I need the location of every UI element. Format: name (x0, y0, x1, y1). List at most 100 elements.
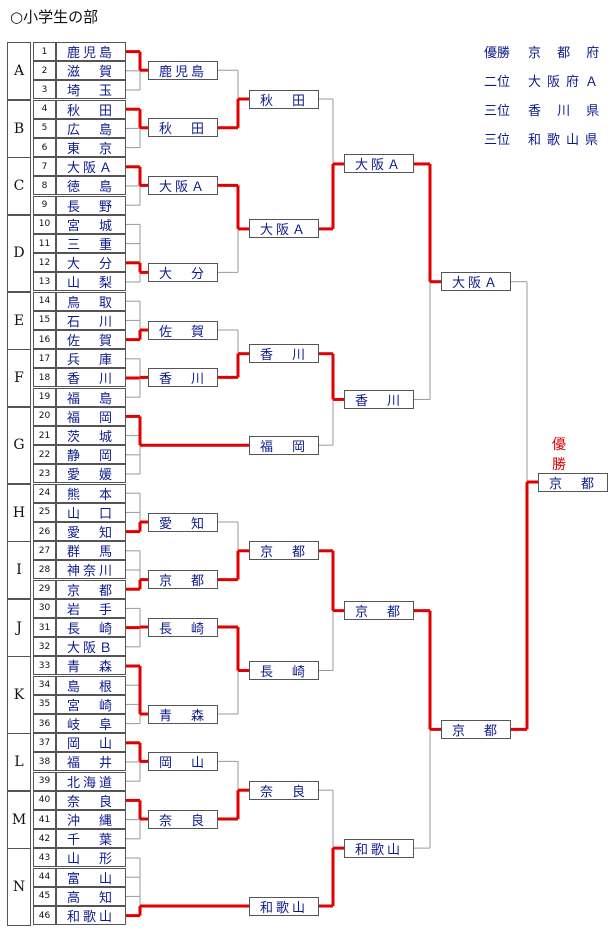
group-winner: 愛 知 (148, 512, 218, 532)
team-seed: 17 (33, 349, 56, 369)
team-name: 高 知 (56, 886, 126, 906)
semifinal-winner: 大阪Ａ (441, 272, 511, 292)
group-winner: 佐 賀 (148, 320, 218, 340)
team-seed: 35 (33, 694, 56, 714)
round3-winner: 香 川 (344, 389, 414, 409)
page-title: ○小学生の部 (10, 8, 99, 26)
result-row: 三位 和歌山県 (484, 131, 605, 160)
result-rank: 二位 (484, 75, 511, 90)
round2-winner: 京 都 (249, 541, 319, 561)
team-name: 青 森 (56, 656, 126, 676)
team-name: 大阪Ｂ (56, 637, 126, 657)
team-seed: 19 (33, 387, 56, 407)
team-seed: 14 (33, 291, 56, 311)
team-seed: 24 (33, 483, 56, 503)
team-name: 佐 賀 (56, 330, 126, 349)
group-winner: 香 川 (148, 367, 218, 387)
team-seed: 40 (33, 790, 56, 810)
team-name: 大阪Ａ (56, 157, 126, 177)
team-name: 山 口 (56, 502, 126, 522)
team-name: 京 都 (56, 579, 126, 599)
team-seed: 33 (33, 656, 56, 676)
team-name: 熊 本 (56, 483, 126, 503)
team-seed: 29 (33, 579, 56, 599)
group-label-i: I (7, 541, 31, 600)
team-seed: 4 (33, 99, 56, 119)
group-winner: 青 森 (148, 704, 218, 724)
team-seed: 42 (33, 829, 56, 849)
team-name: 宮 城 (56, 214, 126, 234)
team-seed: 16 (33, 330, 56, 349)
team-name: 茨 城 (56, 426, 126, 445)
team-name: 富 山 (56, 867, 126, 887)
team-name: 秋 田 (56, 99, 126, 119)
group-label-a: A (7, 42, 31, 101)
round3-winner: 和歌山 (344, 838, 414, 858)
team-seed: 2 (33, 61, 56, 81)
team-name: 岡 山 (56, 733, 126, 753)
group-label-h: H (7, 483, 31, 542)
team-name: 兵 庫 (56, 349, 126, 369)
result-team: 和歌山県 (528, 133, 605, 148)
team-name: 福 井 (56, 752, 126, 772)
team-name: 滋 賀 (56, 61, 126, 81)
team-seed: 23 (33, 464, 56, 484)
team-name: 鹿児島 (56, 42, 126, 61)
team-name: 島 根 (56, 675, 126, 695)
result-rank: 三位 (484, 133, 511, 148)
group-winner: 岡 山 (148, 751, 218, 771)
group-winner: 京 都 (148, 570, 218, 590)
group-label-n: N (7, 848, 31, 926)
group-winner: 長 崎 (148, 617, 218, 637)
group-label-b: B (7, 99, 31, 158)
result-rank: 三位 (484, 104, 511, 119)
round2-winner: 長 崎 (249, 661, 319, 680)
result-rank: 優勝 (484, 46, 511, 61)
team-name: 徳 島 (56, 176, 126, 196)
team-name: 東 京 (56, 138, 126, 157)
team-name: 愛 媛 (56, 464, 126, 484)
team-seed: 12 (33, 253, 56, 273)
group-label-j: J (7, 598, 31, 657)
team-seed: 28 (33, 560, 56, 580)
team-seed: 26 (33, 522, 56, 541)
team-seed: 36 (33, 714, 56, 733)
team-seed: 38 (33, 752, 56, 772)
team-seed: 20 (33, 406, 56, 426)
result-row: 三位香 川 県 (484, 102, 605, 131)
team-name: 埼 玉 (56, 80, 126, 100)
team-name: 岩 手 (56, 598, 126, 618)
group-winner: 鹿児島 (148, 60, 218, 80)
team-seed: 30 (33, 598, 56, 618)
team-seed: 10 (33, 214, 56, 234)
team-name: 鳥 取 (56, 291, 126, 311)
round3-winner: 大阪Ａ (344, 154, 414, 174)
team-seed: 8 (33, 176, 56, 196)
team-seed: 44 (33, 867, 56, 887)
team-seed: 15 (33, 310, 56, 330)
group-label-c: C (7, 157, 31, 216)
team-name: 和歌山 (56, 906, 126, 925)
result-row: 優勝京 都 府 (484, 44, 605, 73)
team-name: 千 葉 (56, 829, 126, 849)
team-seed: 5 (33, 118, 56, 138)
team-seed: 39 (33, 771, 56, 791)
team-seed: 32 (33, 637, 56, 657)
team-name: 大 分 (56, 253, 126, 273)
team-name: 山 形 (56, 848, 126, 868)
champion-box: 京 都 (538, 472, 608, 492)
team-seed: 31 (33, 618, 56, 637)
team-seed: 7 (33, 157, 56, 177)
team-name: 群 馬 (56, 541, 126, 561)
team-name: 愛 知 (56, 522, 126, 541)
team-seed: 22 (33, 445, 56, 465)
result-row: 二位大阪府Ａ (484, 73, 605, 102)
team-name: 香 川 (56, 368, 126, 388)
group-label-m: M (7, 790, 31, 849)
group-label-e: E (7, 291, 31, 350)
team-name: 山 梨 (56, 272, 126, 292)
team-seed: 41 (33, 810, 56, 829)
team-name: 石 川 (56, 310, 126, 330)
